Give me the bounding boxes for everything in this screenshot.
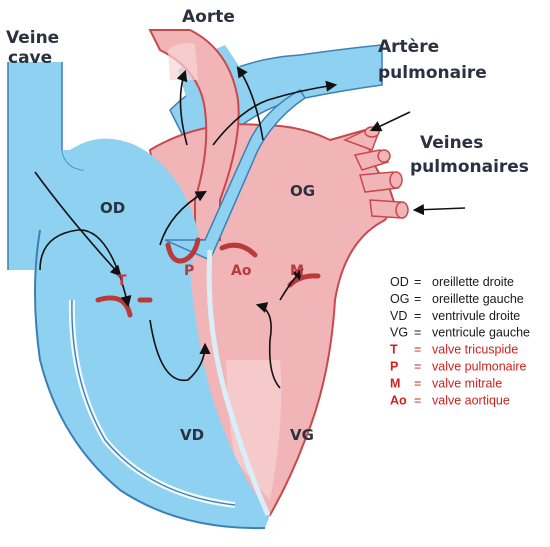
valve-label-m: M bbox=[290, 263, 304, 279]
legend-abbr: P bbox=[390, 360, 398, 374]
legend-abbr: VD bbox=[390, 309, 407, 323]
legend-equals: = bbox=[414, 275, 421, 289]
label-pulmonaires: pulmonaires bbox=[410, 157, 529, 177]
label-artere: Artère bbox=[378, 37, 439, 57]
legend-equals: = bbox=[414, 292, 421, 306]
arrow-pv-bottom bbox=[415, 208, 465, 210]
chamber-og: OG bbox=[290, 182, 315, 200]
legend-equals: = bbox=[414, 326, 421, 340]
valve-label-t: T bbox=[117, 273, 127, 289]
legend-equals: = bbox=[414, 393, 421, 407]
legend-equals: = bbox=[414, 360, 421, 374]
label-aorte: Aorte bbox=[182, 7, 235, 27]
legend-text: oreillette gauche bbox=[432, 292, 524, 306]
legend-abbr: Ao bbox=[390, 393, 407, 407]
legend-equals: = bbox=[414, 376, 421, 390]
legend-abbr: T bbox=[390, 343, 398, 357]
label-veine: Veine bbox=[6, 28, 59, 48]
label-pulmonaire: pulmonaire bbox=[378, 63, 487, 83]
legend-text: valve tricuspide bbox=[432, 343, 518, 357]
chamber-vd: VD bbox=[180, 426, 204, 444]
legend-text: ventrivule droite bbox=[432, 309, 520, 323]
legend-abbr: OD bbox=[390, 275, 409, 289]
legend-equals: = bbox=[414, 309, 421, 323]
legend-abbr: M bbox=[390, 376, 400, 390]
legend-text: valve pulmonaire bbox=[432, 360, 527, 374]
arrow-pv-top bbox=[372, 112, 410, 130]
legend-text: valve aortique bbox=[432, 393, 510, 407]
legend-abbr: VG bbox=[390, 326, 408, 340]
label-veines: Veines bbox=[420, 133, 483, 153]
legend-equals: = bbox=[414, 343, 421, 357]
label-cave: cave bbox=[8, 48, 52, 68]
valve-label-ao: Ao bbox=[231, 263, 252, 279]
legend-text: valve mitrale bbox=[432, 376, 502, 390]
chamber-vg: VG bbox=[290, 426, 314, 444]
legend-text: oreillette droite bbox=[432, 275, 514, 289]
legend-abbr: OG bbox=[390, 292, 409, 306]
legend-text: ventricule gauche bbox=[432, 326, 530, 340]
chamber-od: OD bbox=[100, 199, 125, 217]
valve-label-p: P bbox=[184, 263, 194, 279]
